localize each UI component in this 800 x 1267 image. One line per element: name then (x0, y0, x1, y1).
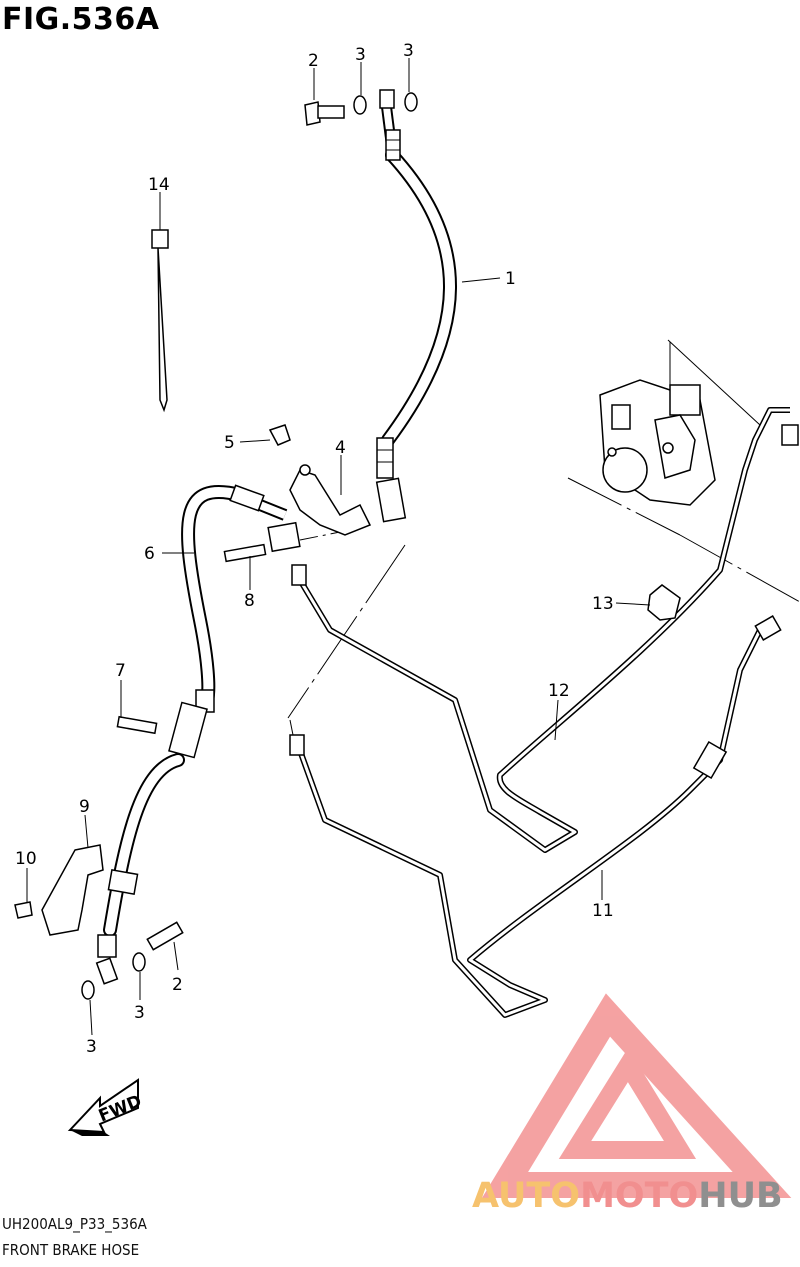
figure-title: FIG.536A (2, 2, 160, 37)
bracket-9 (41, 844, 104, 936)
cable-tie-14 (151, 229, 169, 413)
pipe-11 (289, 615, 782, 1018)
label-part-4: 4 (335, 438, 346, 458)
part-labels: 2 3 3 14 1 5 4 6 8 13 7 12 9 10 11 2 3 3 (15, 41, 614, 1057)
clamp-13 (647, 584, 681, 621)
label-part-3: 3 (86, 1037, 97, 1057)
watermark-brand: AUTOMOTOHUB (472, 1176, 783, 1216)
label-part-2: 2 (172, 975, 183, 995)
hose-6 (95, 484, 301, 985)
watermark-logo (481, 993, 792, 1198)
label-part-1: 1 (505, 269, 516, 289)
forward-arrow-icon: FWD (67, 1078, 145, 1136)
label-part-13: 13 (592, 594, 614, 614)
label-part-3: 3 (134, 1003, 145, 1023)
pipe-12 (291, 407, 799, 853)
label-part-10: 10 (15, 849, 37, 869)
label-part-3: 3 (355, 45, 366, 65)
label-part-7: 7 (115, 661, 126, 681)
label-part-11: 11 (592, 901, 614, 921)
hose-1 (375, 89, 457, 523)
label-part-3: 3 (403, 41, 414, 61)
figure-code: UH200AL9_P33_536A (2, 1215, 147, 1233)
abs-unit (599, 379, 716, 506)
label-part-6: 6 (144, 544, 155, 564)
leader-lines (26, 58, 651, 1036)
figure-subtitle: FRONT BRAKE HOSE (2, 1241, 140, 1259)
label-part-8: 8 (244, 591, 255, 611)
reference-lines (287, 339, 800, 746)
label-part-9: 9 (79, 797, 90, 817)
label-part-14: 14 (148, 175, 170, 195)
label-part-12: 12 (548, 681, 570, 701)
label-part-2: 2 (308, 51, 319, 71)
fasteners (14, 92, 418, 1000)
label-part-5: 5 (224, 433, 235, 453)
bracket-4 (289, 464, 372, 536)
